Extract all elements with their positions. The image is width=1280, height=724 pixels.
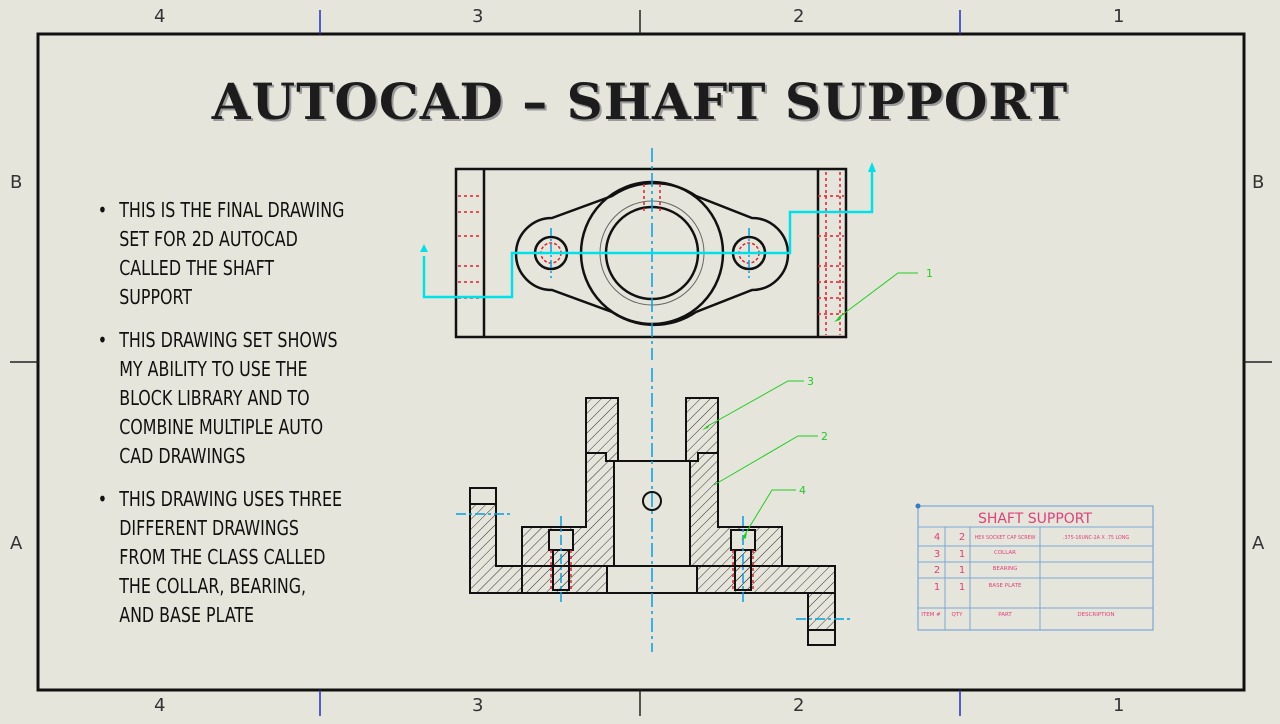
leaders [705, 272, 918, 537]
zone-row-b-right: B [1252, 172, 1265, 193]
section-view [456, 368, 850, 652]
balloon-4: 4 [799, 484, 806, 497]
zone-col-3-top: 3 [472, 6, 484, 27]
bom-row-1-part: HEX SOCKET CAP SCREW [975, 535, 1036, 541]
zone-row-a-right: A [1252, 533, 1265, 554]
bullet-list: THIS IS THE FINAL DRAWING SET FOR 2D AUT… [96, 196, 386, 644]
zone-row-b-left: B [10, 172, 23, 193]
bullet-item: THIS DRAWING SET SHOWS MY ABILITY TO USE… [96, 326, 345, 471]
bom-row-4-qty: 1 [959, 582, 965, 593]
bom-row-3-qty: 1 [959, 565, 965, 576]
bom-row-3-part: BEARING [993, 566, 1018, 572]
bom-row-2-item: 3 [934, 549, 940, 560]
zone-col-4-top: 4 [154, 6, 166, 27]
zone-col-2-top: 2 [793, 6, 805, 27]
bom-header-item: ITEM # [921, 612, 941, 618]
bom-row-4-item: 1 [934, 582, 940, 593]
bom-title: SHAFT SUPPORT [978, 511, 1093, 527]
bom-table [915, 503, 1154, 631]
sheet-border [10, 10, 1272, 716]
bom-row-1-item: 4 [934, 532, 940, 543]
zone-row-a-left: A [10, 533, 23, 554]
bom-header-part: PART [998, 612, 1012, 618]
drawing-title: AUTOCAD – SHAFT SUPPORT [211, 72, 1069, 131]
bom-row-2-qty: 1 [959, 549, 965, 560]
zone-col-4-bottom: 4 [154, 695, 166, 716]
bom-row-1-description: .375-16UNC-2A X .75 LONG [1063, 535, 1129, 541]
bullet-item: THIS IS THE FINAL DRAWING SET FOR 2D AUT… [96, 196, 345, 312]
bom-row-4-part: BASE PLATE [989, 583, 1022, 589]
bom-row-2-part: COLLAR [994, 550, 1016, 556]
zone-col-1-bottom: 1 [1113, 695, 1125, 716]
balloon-3: 3 [807, 375, 814, 388]
bom-header-description: DESCRIPTION [1077, 612, 1114, 618]
zone-col-2-bottom: 2 [793, 695, 805, 716]
bullet-item: THIS DRAWING USES THREE DIFFERENT DRAWIN… [96, 485, 345, 630]
top-view [420, 148, 876, 360]
zone-col-1-top: 1 [1113, 6, 1125, 27]
balloon-1: 1 [926, 267, 933, 280]
bom-row-1-qty: 2 [959, 532, 965, 543]
bom-header-qty: QTY [951, 612, 963, 618]
zone-col-3-bottom: 3 [472, 695, 484, 716]
bom-row-3-item: 2 [934, 565, 940, 576]
balloon-2: 2 [821, 430, 828, 443]
